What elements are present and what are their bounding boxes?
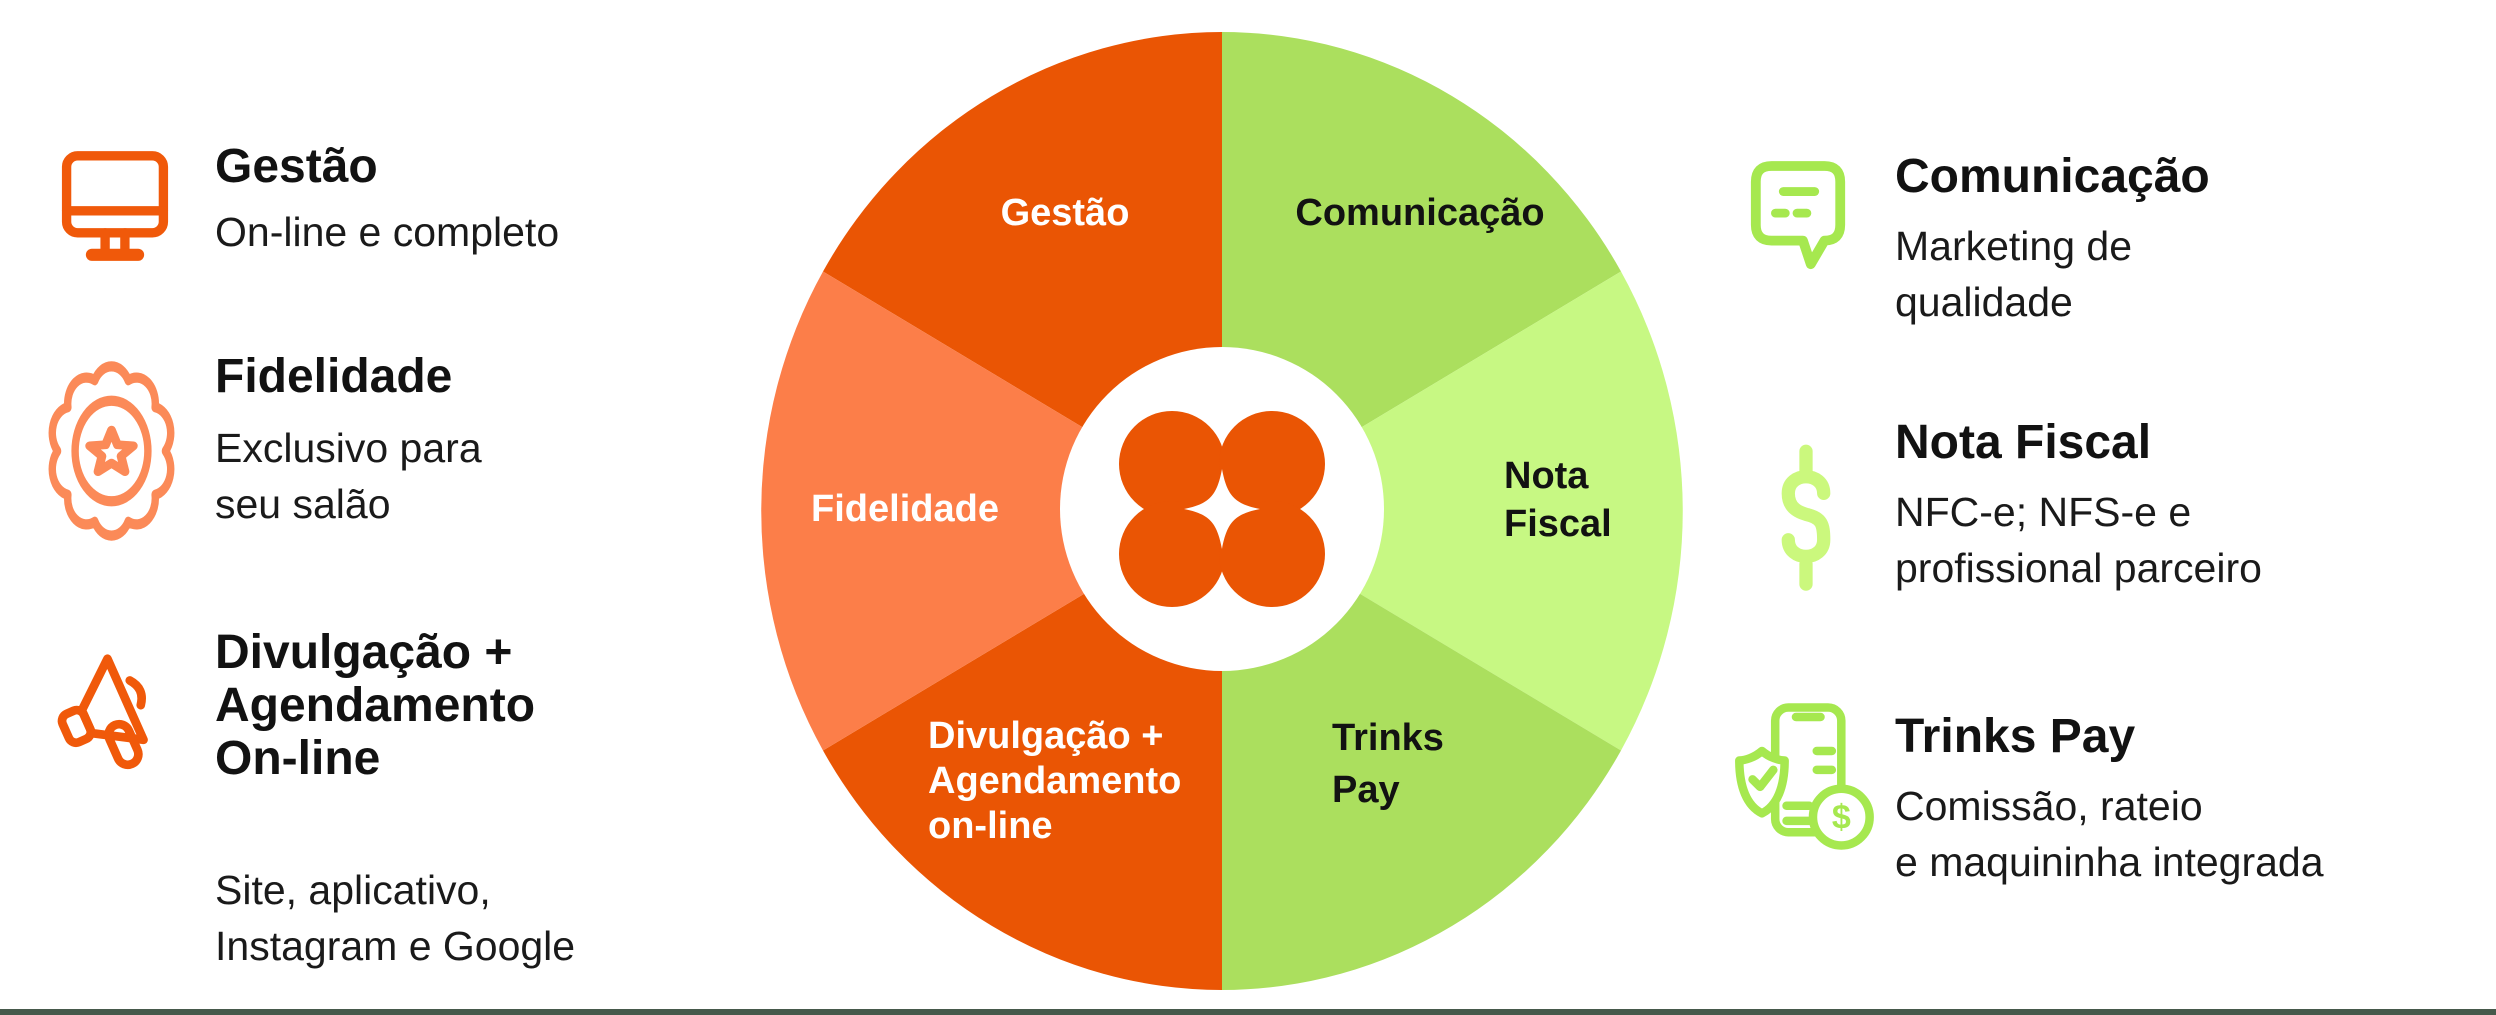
- feature-desc-gestao: On-line e completo: [215, 209, 560, 255]
- badge-star-icon: [48, 361, 175, 541]
- feature-desc-trinks-pay: Comissão, rateio e maquininha integrada: [1895, 783, 2324, 885]
- feature-desc-fidelidade: Exclusivo para seu salão: [215, 425, 482, 527]
- bottom-border-bar: [0, 1009, 2496, 1015]
- wheel-label-fidelidade: Fidelidade: [811, 488, 999, 530]
- feature-desc-comunicacao: Marketing de qualidade: [1895, 223, 2133, 325]
- wheel-label-comunicacao: Comunicação: [1295, 192, 1545, 234]
- feature-title-comunicacao: Comunicação: [1895, 150, 2210, 203]
- monitor-icon: [61, 151, 169, 261]
- wheel-label-gestao: Gestão: [1000, 192, 1130, 234]
- chat-bubble-icon: [1750, 161, 1846, 270]
- dollar-sign-icon: [1781, 444, 1831, 591]
- feature-title-gestao: Gestão: [215, 140, 378, 193]
- payment-phone-icon: $: [1735, 703, 1874, 850]
- wheel-label-divulgacao: Divulgação + Agendamento on-line: [928, 715, 1182, 847]
- feature-desc-divulgacao: Site, aplicativo, Instagram e Google: [215, 867, 576, 969]
- wheel-label-nota-fiscal: Nota Fiscal: [1504, 455, 1612, 545]
- feature-title-trinks-pay: Trinks Pay: [1895, 710, 2136, 763]
- wheel-segment-fidelidade: [761, 271, 1222, 751]
- megaphone-icon: [57, 654, 148, 770]
- trinks-flower-logo: [1119, 411, 1325, 607]
- feature-title-fidelidade: Fidelidade: [215, 350, 453, 403]
- feature-desc-nota-fiscal: NFC-e; NFS-e e profissional parceiro: [1895, 489, 2262, 591]
- wheel-label-trinks-pay: Trinks Pay: [1332, 717, 1444, 811]
- wheel-segment-nota-fiscal: [1222, 271, 1683, 751]
- coin-dollar-glyph: $: [1832, 798, 1851, 836]
- feature-title-divulgacao: Divulgação + Agendamento On-line: [215, 626, 536, 785]
- logo-star-cutout: [1184, 469, 1260, 549]
- feature-title-nota-fiscal: Nota Fiscal: [1895, 416, 2152, 469]
